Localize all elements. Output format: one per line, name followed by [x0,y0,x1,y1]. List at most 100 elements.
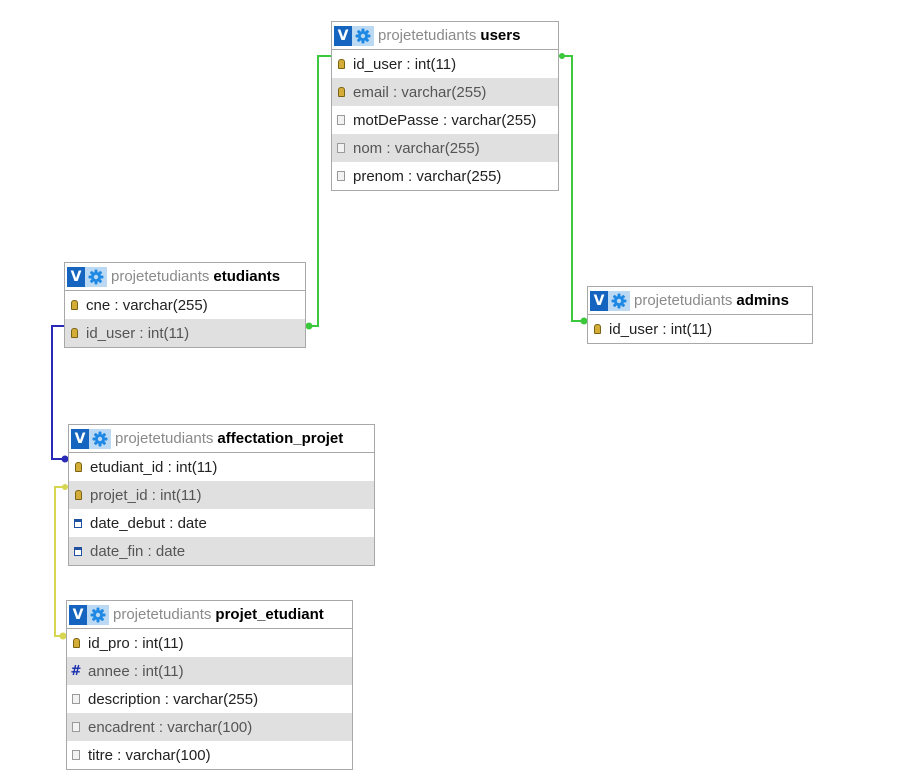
column-row[interactable]: id_pro : int(11) [67,629,352,657]
column-text: motDePasse : varchar(255) [353,112,536,129]
column-type: int(11) [142,662,184,680]
column-separator: : [160,690,174,708]
text-field-icon [336,142,346,154]
column-separator: : [129,634,143,652]
database-name: projetetudiants [378,27,477,44]
column-type: varchar(255) [394,139,480,157]
column-row[interactable]: projet_id : int(11) [69,481,374,509]
column-row[interactable]: motDePasse : varchar(255) [332,106,558,134]
column-row[interactable]: date_debut : date [69,509,374,537]
column-separator: : [402,55,415,73]
gear-icon[interactable] [608,290,630,311]
column-separator: : [135,324,148,342]
database-name: projetetudiants [111,268,210,285]
column-text: id_user : int(11) [609,321,712,338]
column-row[interactable]: date_fin : date [69,537,374,565]
column-text: encadrent : varchar(100) [88,719,252,736]
text-field-icon [71,693,81,705]
column-text: id_user : int(11) [353,56,456,73]
column-type: int(11) [414,55,457,73]
column-row[interactable]: id_user : int(11) [588,315,812,343]
relation-end-dot [559,53,565,59]
key-icon [336,58,346,70]
column-type: varchar(255) [401,83,487,101]
column-type: int(11) [175,458,218,476]
column-separator: : [438,111,452,129]
column-type: varchar(255) [122,296,208,314]
column-text: id_user : int(11) [86,325,189,342]
column-name: motDePasse [353,111,439,129]
table-name: projet_etudiant [215,606,324,623]
database-name: projetetudiants [634,292,733,309]
text-field-icon [336,170,346,182]
column-row[interactable]: titre : varchar(100) [67,741,352,769]
column-name: id_user [86,324,136,342]
relation-users-etudiants [306,55,331,327]
gear-icon[interactable] [87,604,109,625]
toggle-view-button[interactable]: V [590,290,608,311]
column-text: date_fin : date [90,543,185,560]
gear-icon[interactable] [352,25,374,46]
column-name: id_user [353,55,403,73]
key-icon [69,299,79,311]
key-icon [336,86,346,98]
gear-icon[interactable] [89,428,111,449]
column-row[interactable]: id_user : int(11) [65,319,305,347]
column-separator: : [163,458,176,476]
column-name: etudiant_id [90,458,164,476]
column-separator: : [113,746,126,764]
column-separator: : [382,139,395,157]
column-type: int(11) [147,324,190,342]
table-name: affectation_projet [217,430,344,447]
column-type: varchar(255) [416,167,502,185]
column-row[interactable]: email : varchar(255) [332,78,558,106]
column-text: annee : int(11) [88,663,184,680]
key-icon [592,323,602,335]
column-type: varchar(255) [451,111,537,129]
number-icon: # [70,663,82,679]
column-text: etudiant_id : int(11) [90,459,217,476]
column-name: titre [88,746,114,764]
column-name: prenom [353,167,404,185]
column-row[interactable]: cne : varchar(255) [65,291,305,319]
toggle-view-button[interactable]: V [334,25,352,46]
column-separator: : [165,514,178,532]
toggle-view-button[interactable]: V [67,266,85,287]
column-text: nom : varchar(255) [353,140,480,157]
column-type: int(11) [160,486,202,504]
date-icon [73,545,83,557]
table-name: users [480,27,521,44]
column-type: varchar(255) [173,690,259,708]
column-type: date [177,514,207,532]
column-row[interactable]: etudiant_id : int(11) [69,453,374,481]
column-type: date [155,542,186,560]
column-type: int(11) [142,634,184,652]
column-row[interactable]: encadrent : varchar(100) [67,713,352,741]
column-row[interactable]: nom : varchar(255) [332,134,558,162]
column-text: id_pro : int(11) [88,635,184,652]
key-icon [73,461,83,473]
text-field-icon [71,721,81,733]
column-row[interactable]: id_user : int(11) [332,50,558,78]
column-row[interactable]: description : varchar(255) [67,685,352,713]
gear-icon[interactable] [85,266,107,287]
column-name: projet_id [90,486,148,504]
column-text: description : varchar(255) [88,691,258,708]
column-text: prenom : varchar(255) [353,168,501,185]
column-name: cne [86,296,111,314]
toggle-view-button[interactable]: V [71,428,89,449]
column-text: projet_id : int(11) [90,487,201,504]
column-name: date_debut [90,514,166,532]
column-row[interactable]: # annee : int(11) [67,657,352,685]
column-name: nom [353,139,383,157]
toggle-view-button[interactable]: V [69,604,87,625]
column-row[interactable]: prenom : varchar(255) [332,162,558,190]
